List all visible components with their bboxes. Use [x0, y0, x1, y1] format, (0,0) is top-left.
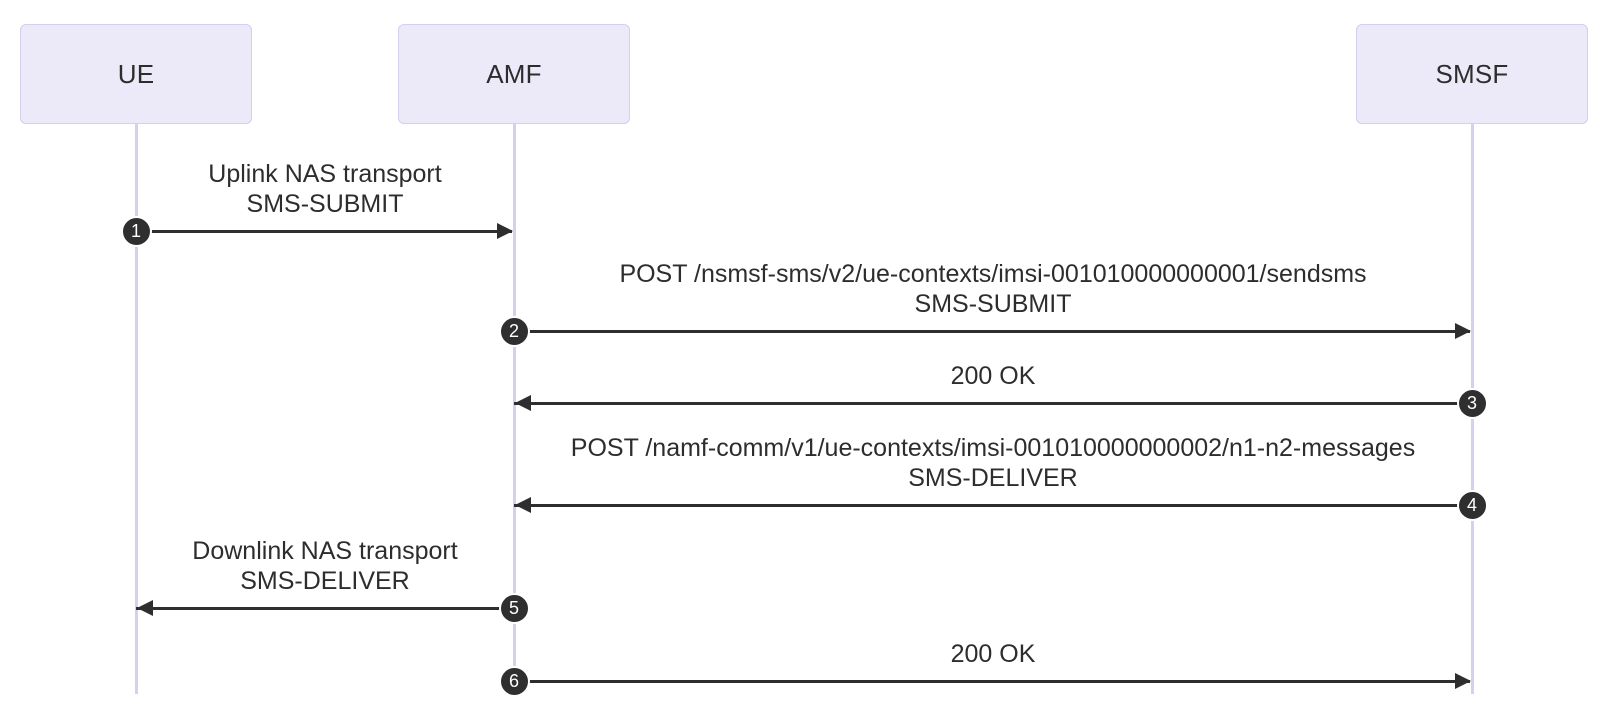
message-label-line: Uplink NAS transport	[208, 160, 442, 188]
message-label-line: 200 OK	[950, 640, 1036, 668]
sequence-number-badge: 3	[1456, 387, 1488, 419]
arrow-right-icon	[497, 223, 513, 239]
lifeline-ue	[134, 124, 138, 694]
message-label-line: SMS-DELIVER	[240, 567, 410, 595]
actor-label: UE	[117, 58, 155, 89]
actor-box-ue: UE	[20, 24, 252, 124]
sequence-number: 4	[1466, 494, 1477, 515]
message-label-line: Downlink NAS transport	[192, 537, 458, 565]
sequence-number-badge: 5	[498, 592, 530, 624]
message-label-line: SMS-SUBMIT	[914, 290, 1072, 318]
message-arrow-line	[514, 401, 1470, 405]
sequence-number: 5	[508, 597, 519, 618]
sequence-number: 3	[1466, 392, 1477, 413]
arrow-left-icon	[137, 600, 153, 616]
sequence-number-badge: 2	[498, 315, 530, 347]
sequence-number-badge: 4	[1456, 489, 1488, 521]
message-arrow-line	[514, 679, 1470, 683]
message-label: POST /namf-comm/v1/ue-contexts/imsi-0010…	[514, 433, 1472, 493]
message-label-line: SMS-DELIVER	[908, 464, 1078, 492]
message-label: 200 OK	[514, 639, 1472, 669]
message-arrow-line	[514, 329, 1470, 333]
actor-box-amf: AMF	[398, 24, 630, 124]
sequence-number: 1	[130, 220, 141, 241]
message-arrow-line	[136, 229, 512, 233]
message-label: 200 OK	[514, 361, 1472, 391]
actor-box-smsf: SMSF	[1356, 24, 1588, 124]
message-label-line: 200 OK	[950, 362, 1036, 390]
sequence-number: 6	[508, 670, 519, 691]
message-label-line: POST /nsmsf-sms/v2/ue-contexts/imsi-0010…	[619, 260, 1367, 288]
message-arrow-line	[514, 503, 1470, 507]
arrow-right-icon	[1455, 323, 1471, 339]
message-arrow-line	[136, 606, 512, 610]
actor-label: SMSF	[1435, 58, 1509, 89]
message-label: POST /nsmsf-sms/v2/ue-contexts/imsi-0010…	[514, 259, 1472, 319]
message-label-line: SMS-SUBMIT	[246, 190, 404, 218]
arrow-left-icon	[515, 395, 531, 411]
arrow-right-icon	[1455, 673, 1471, 689]
sequence-number: 2	[508, 320, 519, 341]
arrow-left-icon	[515, 497, 531, 513]
actor-label: AMF	[486, 58, 542, 89]
sequence-number-badge: 6	[498, 665, 530, 697]
sequence-number-badge: 1	[120, 215, 152, 247]
message-label-line: POST /namf-comm/v1/ue-contexts/imsi-0010…	[570, 434, 1416, 462]
lifeline-amf	[512, 124, 516, 694]
